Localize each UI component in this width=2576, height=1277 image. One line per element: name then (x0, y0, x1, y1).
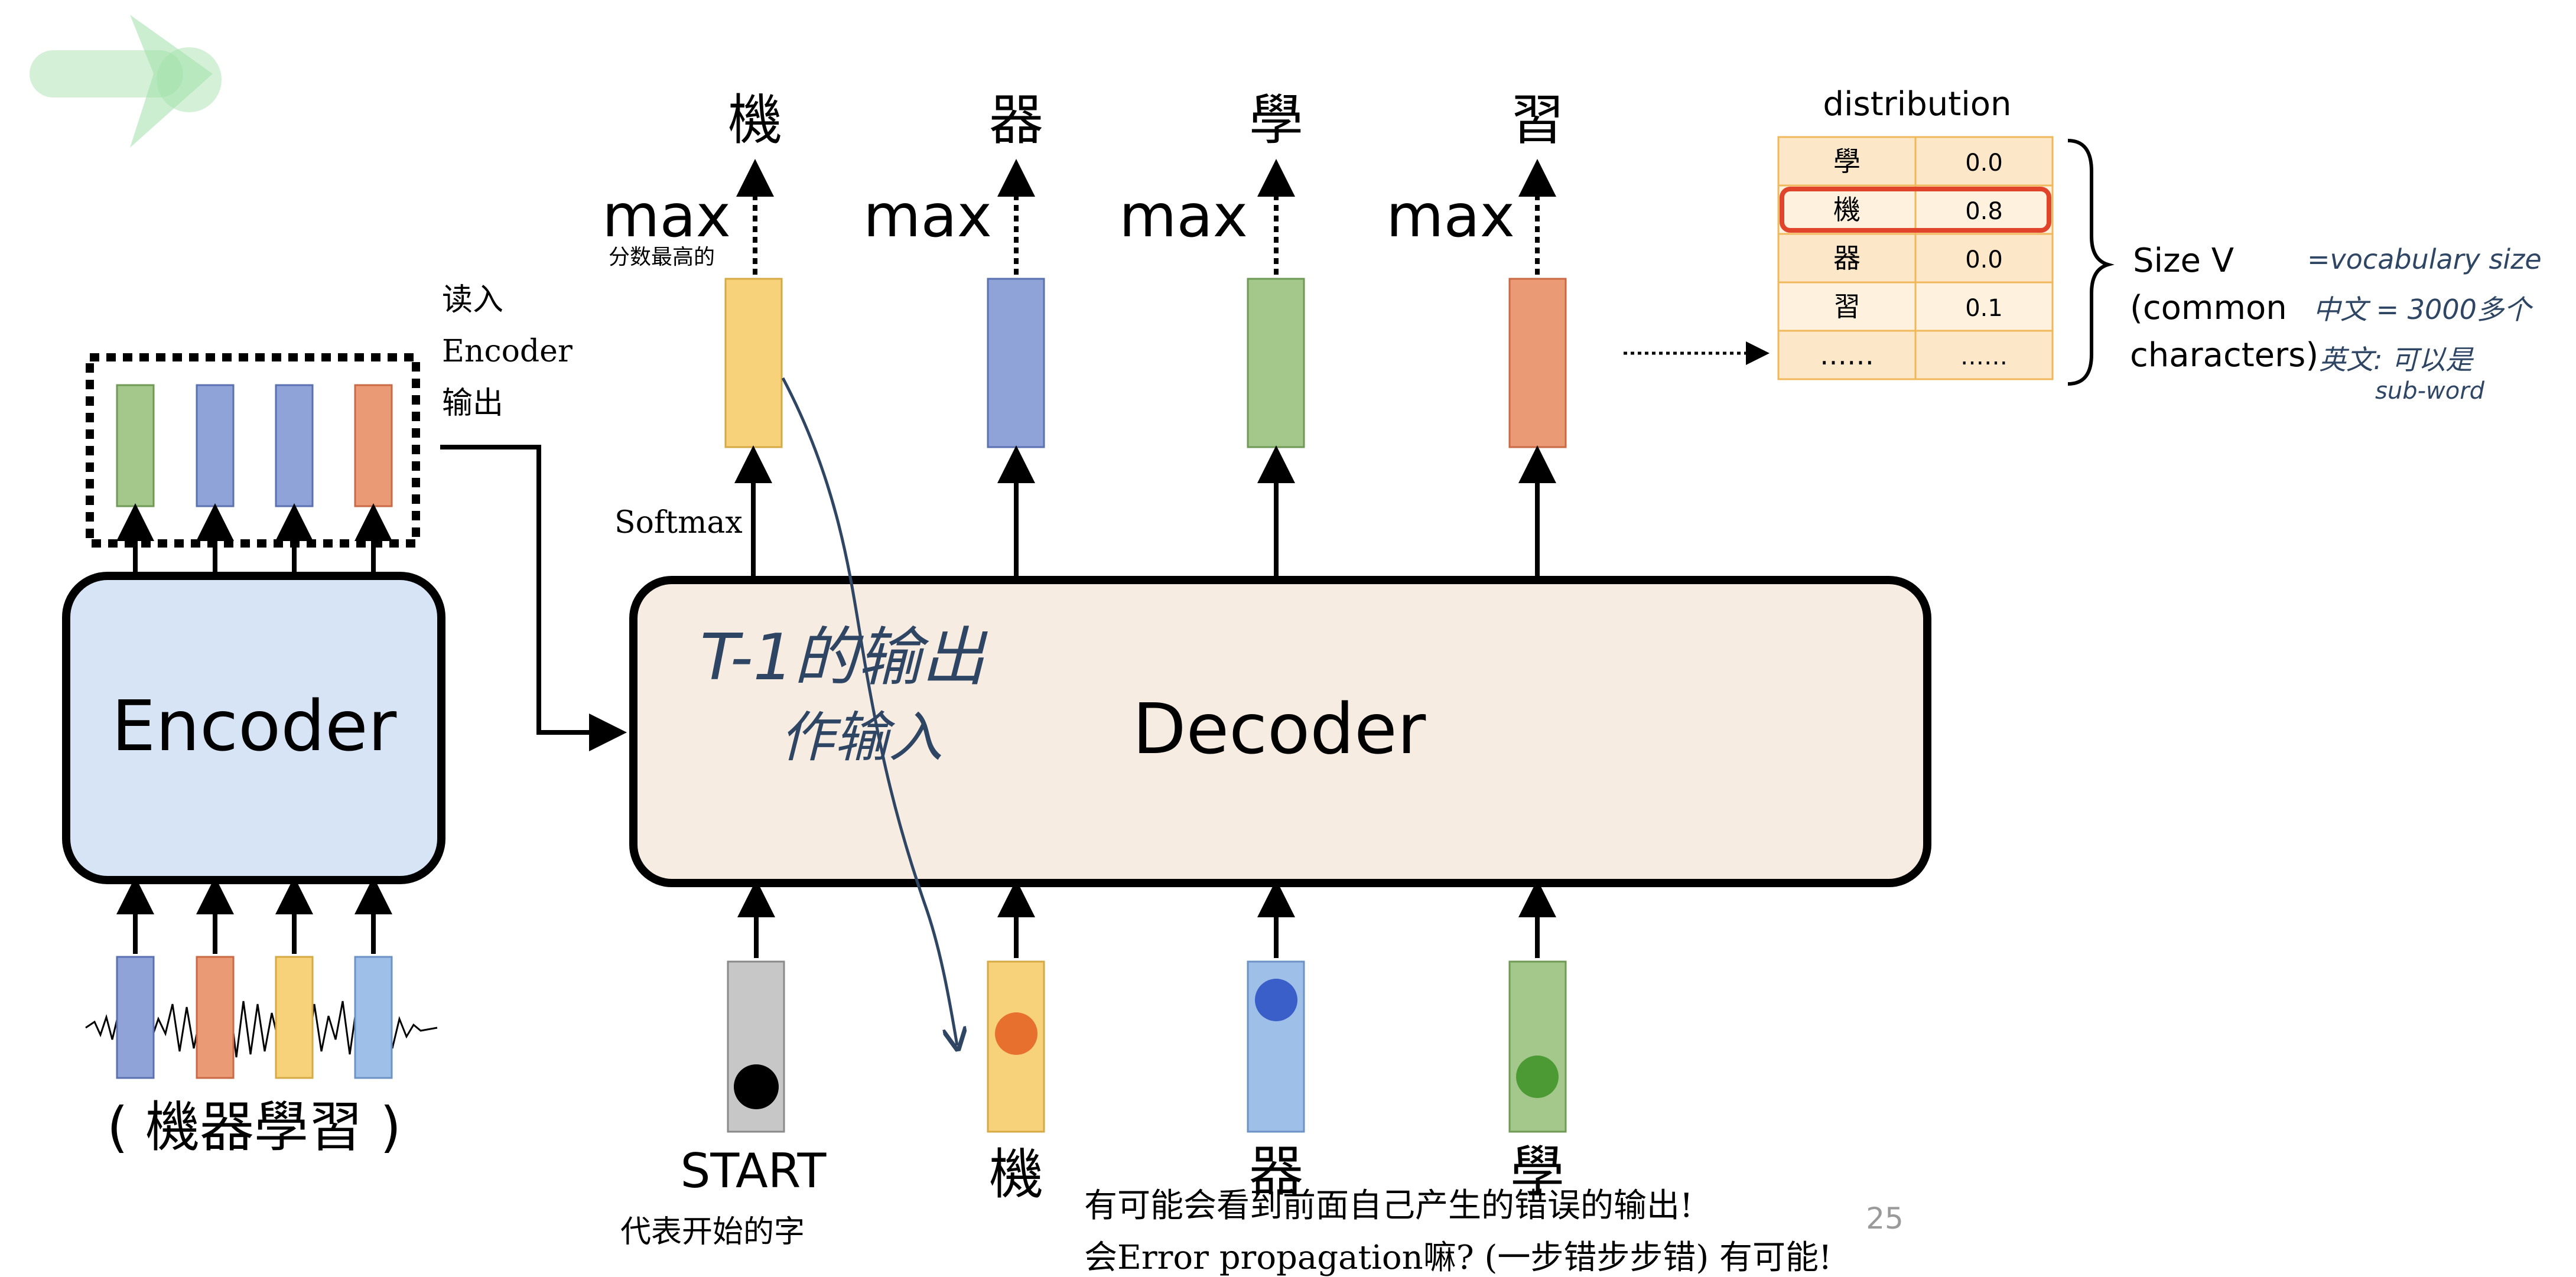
distribution-prob: …… (1960, 343, 2008, 370)
handwritten-note-1: T-1的输出 (700, 621, 988, 695)
decoder-input-dot-3 (1255, 979, 1297, 1021)
max-note: 分数最高的 (609, 245, 715, 269)
decoder-input-label-start: START (681, 1144, 827, 1198)
encoder-output-vector-blue-2 (275, 384, 314, 507)
arrow-logo-icon (30, 15, 222, 148)
distribution-char: 器 (1833, 242, 1861, 274)
distribution-char: …… (1820, 339, 1874, 371)
max-dotted-arrows (736, 159, 1556, 275)
distribution-cell-bg (1777, 330, 1917, 380)
distribution-max-highlight (1780, 187, 2051, 233)
distribution-prob: 0.0 (1965, 246, 2003, 273)
decoder-input-arrows (737, 879, 1556, 958)
read-annotation-line-3: 输出 (442, 386, 503, 421)
encoder-up-arrows (116, 503, 392, 574)
output-char-3: 學 (1249, 89, 1303, 152)
distribution-cell-bg (1777, 281, 1917, 332)
output-char-2: 器 (989, 89, 1043, 152)
distribution-prob: 0.0 (1965, 149, 2003, 177)
bottom-note-1: 有可能会看到前面自己产生的错误的输出! (1084, 1187, 1693, 1225)
decoder-output-vector-1 (724, 278, 783, 448)
decoder-input-dot-2 (995, 1012, 1037, 1055)
decoder-output-vector-2 (987, 278, 1045, 448)
distribution-brace (2067, 139, 2115, 386)
encoder-input-vector-light-blue (354, 956, 393, 1079)
max-label-3: max (1119, 181, 1248, 250)
max-label-2: max (863, 181, 992, 250)
distribution-cell-bg (1914, 330, 2054, 380)
max-label-4: max (1386, 181, 1515, 250)
decoder-up-arrows (734, 445, 1556, 578)
encoder-input-vector-yellow (275, 956, 314, 1079)
distribution-cell-bg (1914, 233, 2054, 284)
vocab-note-2: 中文 = 3000多个 (2313, 294, 2533, 325)
decoder-input-vector-4 (1508, 960, 1567, 1133)
distribution-prob: 0.8 (1965, 198, 2003, 225)
decoder-input-label-3: 器 (1249, 1140, 1303, 1203)
encoder-output-vector-blue-1 (196, 384, 235, 507)
distribution-title: distribution (1823, 85, 2011, 123)
decoder-input-label-4: 學 (1510, 1140, 1565, 1203)
size-label-line-3: characters) (2130, 336, 2318, 374)
encoder-label: Encoder (112, 685, 397, 767)
decoder-input-dot-4 (1516, 1056, 1559, 1098)
encoder-box (62, 572, 445, 884)
softmax-label: Softmax (614, 505, 743, 540)
page-number: 25 (1866, 1201, 1904, 1236)
encoder-input-arrows (116, 877, 392, 954)
vocab-note-4: sub-word (2375, 377, 2485, 405)
decoder-input-dot-start (734, 1064, 779, 1109)
encoder-output-box (86, 353, 420, 548)
size-label-line-2: (common (2130, 289, 2287, 327)
vocab-note-3: 英文: 可以是 (2319, 344, 2474, 376)
distribution-char: 習 (1833, 291, 1861, 322)
encoder-input-vector-orange (196, 956, 235, 1079)
distribution-cell-bg (1914, 281, 2054, 332)
encoder-output-vector-orange (354, 384, 393, 507)
decoder-output-vector-3 (1247, 278, 1305, 448)
vocab-note-1: =vocabulary size (2307, 243, 2542, 275)
output-char-1: 機 (728, 89, 782, 152)
bottom-note-2: 会Error propagation嘛? (一步错步步错) 有可能! (1084, 1239, 1832, 1277)
distribution-prob: 0.1 (1965, 295, 2003, 322)
distribution-char: 學 (1833, 145, 1861, 177)
encoder-output-vector-green (116, 384, 155, 507)
decoder-label: Decoder (1133, 688, 1426, 770)
start-note: 代表开始的字 (620, 1214, 805, 1250)
handwritten-note-2: 作输入 (780, 706, 943, 769)
size-label-line-1: Size V (2133, 242, 2234, 280)
read-annotation-line-2: Encoder (442, 334, 573, 369)
encoder-to-decoder-arrow (440, 445, 627, 751)
encoder-input-vector-blue (116, 956, 155, 1079)
max-label-1: max (602, 181, 731, 250)
decoder-output-vector-4 (1508, 278, 1567, 448)
output-char-4: 習 (1510, 89, 1565, 152)
distribution-cell-bg (1914, 136, 2054, 187)
distribution-char: 機 (1833, 194, 1861, 226)
decoder-input-label-2: 機 (989, 1143, 1043, 1206)
distribution-cell-bg (1914, 184, 2054, 235)
read-annotation-line-1: 读入 (442, 282, 503, 318)
encoder-input-caption: ( 機器學習 ) (107, 1096, 401, 1159)
handwritten-feedback-arrow (781, 377, 957, 1045)
distribution-table: 學 0.0 機 0.8 器 0.0 習 0.1 …… …… (1777, 136, 2054, 380)
